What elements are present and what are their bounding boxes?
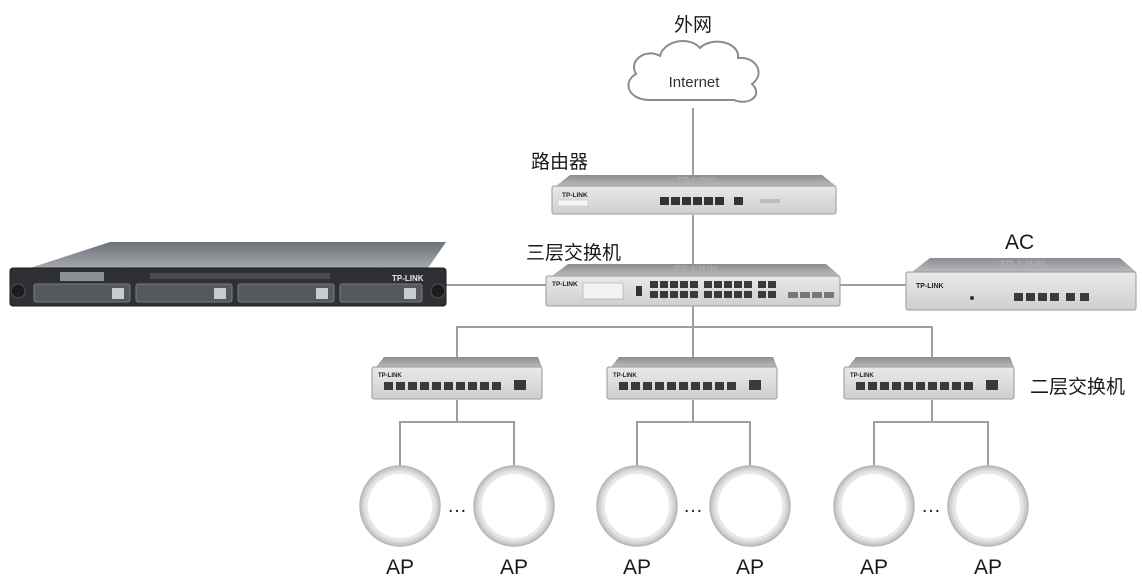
svg-text:TP-LINK: TP-LINK <box>850 373 874 379</box>
router-label: 路由器 <box>531 151 589 173</box>
ap-label: AP <box>500 556 529 579</box>
l3-switch-label: 三层交换机 <box>526 242 622 264</box>
ac-label: AC <box>1005 231 1035 254</box>
ap-ellipsis: … <box>447 495 467 517</box>
link-switch1-aps <box>399 421 515 470</box>
connection-lines <box>399 108 989 470</box>
svg-text:TP-LINK: TP-LINK <box>552 281 578 288</box>
layer2-switch-device-icon: TP-LINK <box>606 357 778 400</box>
ap-group-1 <box>359 465 555 547</box>
link-distribution-bus <box>456 326 933 362</box>
svg-text:TP-LINK: TP-LINK <box>392 274 424 283</box>
internet-label: Internet <box>669 74 721 91</box>
ap-label: AP <box>386 556 415 579</box>
ceiling-access-point-icon <box>359 465 441 547</box>
ceiling-access-point-icon <box>596 465 678 547</box>
ceiling-access-point-icon <box>709 465 791 547</box>
router-device-icon: TP-LINK TP-LINK <box>551 175 837 215</box>
wan-label: 外网 <box>674 14 713 36</box>
layer2-switch-device-icon: TP-LINK <box>371 357 543 400</box>
ap-group-2 <box>596 465 791 547</box>
svg-text:TP-LINK: TP-LINK <box>562 192 588 199</box>
ap-label: AP <box>736 556 765 579</box>
ap-group-3 <box>833 465 1029 547</box>
rack-server-device-icon: TP-LINK <box>9 242 447 307</box>
ap-label: AP <box>860 556 889 579</box>
ap-label: AP <box>623 556 652 579</box>
svg-text:TP-LINK: TP-LINK <box>916 283 944 290</box>
layer2-switch-device-icon: TP-LINK <box>843 357 1015 400</box>
ap-label: AP <box>974 556 1003 579</box>
layer3-switch-device-icon: TP-LINK TP-LINK <box>545 264 841 307</box>
ceiling-access-point-icon <box>833 465 915 547</box>
svg-text:TP-LINK: TP-LINK <box>378 373 402 379</box>
ceiling-access-point-icon <box>947 465 1029 547</box>
access-controller-device-icon: TP-LINK TP-LINK <box>905 258 1137 311</box>
ap-ellipsis: … <box>683 495 703 517</box>
link-switch2-aps <box>636 421 751 470</box>
svg-text:TP-LINK: TP-LINK <box>674 264 717 276</box>
link-switch3-aps <box>873 421 989 470</box>
svg-text:TP-LINK: TP-LINK <box>676 176 716 187</box>
ap-ellipsis: … <box>921 495 941 517</box>
svg-text:TP-LINK: TP-LINK <box>998 258 1046 272</box>
ceiling-access-point-icon <box>473 465 555 547</box>
l2-switch-label: 二层交换机 <box>1030 376 1126 398</box>
internet-cloud-icon: Internet <box>627 40 760 103</box>
svg-text:TP-LINK: TP-LINK <box>613 373 637 379</box>
